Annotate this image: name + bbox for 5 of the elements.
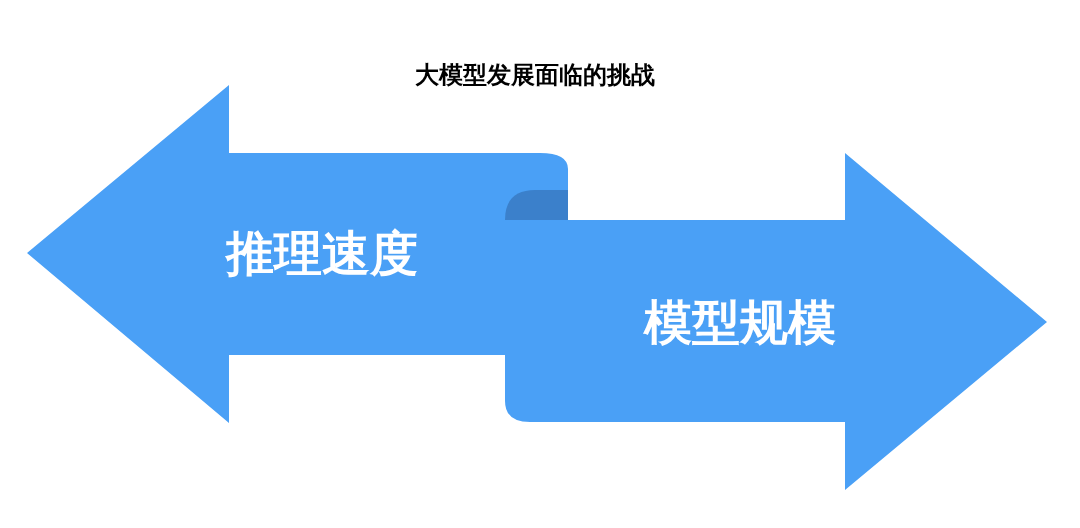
arrow-shape xyxy=(505,153,1047,490)
arrow-label: 推理速度 xyxy=(224,224,419,283)
arrow-shape xyxy=(27,85,568,423)
arrow-label: 模型规模 xyxy=(642,293,837,352)
title: 大模型发展面临的挑战 xyxy=(414,60,656,91)
